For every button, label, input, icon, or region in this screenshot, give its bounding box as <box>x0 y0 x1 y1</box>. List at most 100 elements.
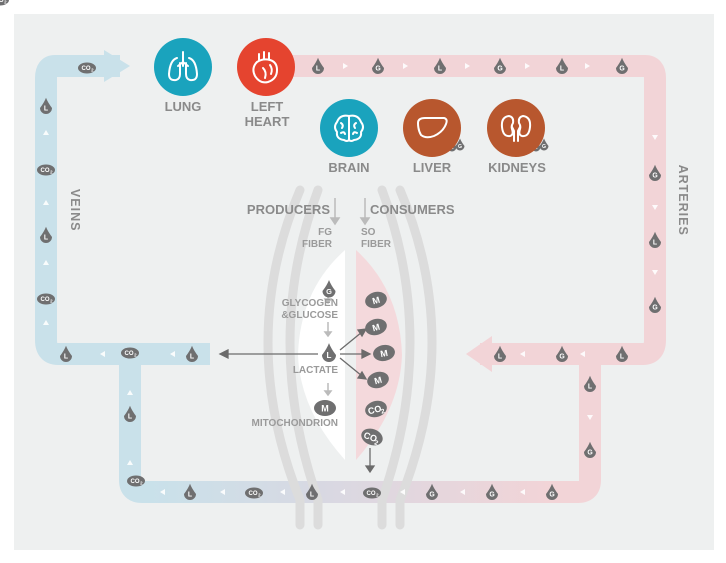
drop-shape <box>124 405 136 422</box>
drop-shape <box>616 57 628 74</box>
left-heart-label: LEFT HEART <box>244 99 290 129</box>
co2-token-subscript: 2 <box>91 68 94 73</box>
liver-label: LIVER <box>412 160 452 175</box>
drop-token-letter: G <box>549 492 554 499</box>
drop-token-letter: L <box>327 351 332 360</box>
lactate-drop-token: L <box>124 405 136 422</box>
mitochondrion-shape <box>365 291 387 309</box>
drop-shape <box>40 97 52 114</box>
kidneys-icon <box>500 115 532 142</box>
drop-shape <box>312 57 324 74</box>
mitochondrion-token: M <box>314 400 336 416</box>
mitochondrion-token-label: M <box>380 348 389 359</box>
so-fiber-label: SO FIBER <box>361 227 391 250</box>
liver-organ <box>403 99 461 157</box>
co2-shape <box>245 487 263 499</box>
mitochondrion-token-label: CO <box>362 430 378 444</box>
drop-shape <box>649 296 661 313</box>
flow-markers <box>43 63 658 495</box>
vein-vessel <box>35 55 210 503</box>
drop-token-letter: L <box>588 384 592 391</box>
drop-token-letter: L <box>310 492 314 499</box>
drop-token-letter: L <box>316 66 320 73</box>
glucose-drop-token: G <box>322 279 336 298</box>
co2-shape <box>121 347 139 359</box>
mitochondrion-token-label: CO <box>367 403 383 416</box>
co2-token-subscript: 2 <box>4 0 7 5</box>
mitochondrion-shape <box>373 344 395 362</box>
co2-token-label: CO <box>130 479 139 485</box>
lactate-drop-token: L <box>184 483 196 500</box>
muscle-outline <box>263 185 437 530</box>
mitochondrion-shape <box>314 400 336 416</box>
mitochondrion-shape <box>365 318 387 336</box>
drop-token-letter: G <box>458 144 462 150</box>
lactate-drop-token: L <box>60 345 72 362</box>
drop-shape <box>649 231 661 248</box>
drop-shape <box>322 279 336 298</box>
kidneys-organ <box>487 99 545 157</box>
producers-label: PRODUCERS <box>246 202 330 217</box>
co2-shape <box>0 0 9 6</box>
mitochondrion-shape <box>367 371 389 389</box>
co2-token-subscript: 2 <box>50 170 53 175</box>
glucose-drop-token: G <box>556 345 568 362</box>
drop-token-letter: G <box>326 287 332 296</box>
drop-token-letter: L <box>620 354 624 361</box>
mitochondrion-shape <box>361 428 383 446</box>
co2-token-subscript: 2 <box>140 481 143 486</box>
glucose-drop-token: G <box>539 138 549 151</box>
co2-token-label: CO <box>248 491 257 497</box>
mitochondrion-token: M <box>367 371 389 389</box>
co2-token-label: CO <box>40 297 49 303</box>
glucose-drop-token: G <box>649 296 661 313</box>
lactate-drop-token: L <box>616 345 628 362</box>
co2-token-label: CO <box>124 351 133 357</box>
mitochondrion-shape <box>365 400 387 418</box>
co2-token: CO2 <box>0 0 9 6</box>
mitochondrion-token: CO2 <box>365 400 387 418</box>
co2-token-label: CO <box>81 66 90 72</box>
lactate-drop-token: L <box>40 97 52 114</box>
drop-token-letter: G <box>652 305 657 312</box>
drop-shape <box>434 57 446 74</box>
mitochondrion-token-label: M <box>371 295 381 307</box>
drop-token-letter: L <box>44 106 48 113</box>
drop-shape <box>60 345 72 362</box>
drop-token-letter: G <box>559 354 564 361</box>
lactate-drop-token: L <box>312 57 324 74</box>
drop-shape <box>584 375 596 392</box>
drop-shape <box>306 483 318 500</box>
glucose-drop-token: G <box>546 483 558 500</box>
glucose-drop-token: G <box>584 441 596 458</box>
drop-token-letter: L <box>498 354 502 361</box>
arteries-arrowhead <box>466 336 492 372</box>
drop-token-letter: L <box>438 66 442 73</box>
drop-shape <box>455 138 465 151</box>
lactate-transport-arrows <box>218 328 376 474</box>
arteries-label: ARTERIES <box>676 164 691 236</box>
glucose-drop-token: G <box>616 57 628 74</box>
drop-shape <box>426 483 438 500</box>
lung-icon <box>168 51 198 82</box>
lactate-drop-token: L <box>649 231 661 248</box>
drop-token-letter: G <box>497 66 502 73</box>
glucose-drop-token: G <box>649 164 661 181</box>
lactate-drop-token: L <box>584 375 596 392</box>
drop-token-letter: G <box>489 492 494 499</box>
drop-shape <box>546 483 558 500</box>
glucose-drop-token: G <box>372 57 384 74</box>
co2-token-label: CO <box>40 168 49 174</box>
brain-label: BRAIN <box>328 160 370 175</box>
co2-token-subscript: 2 <box>50 299 53 304</box>
consumers-label: CONSUMERS <box>370 202 455 217</box>
